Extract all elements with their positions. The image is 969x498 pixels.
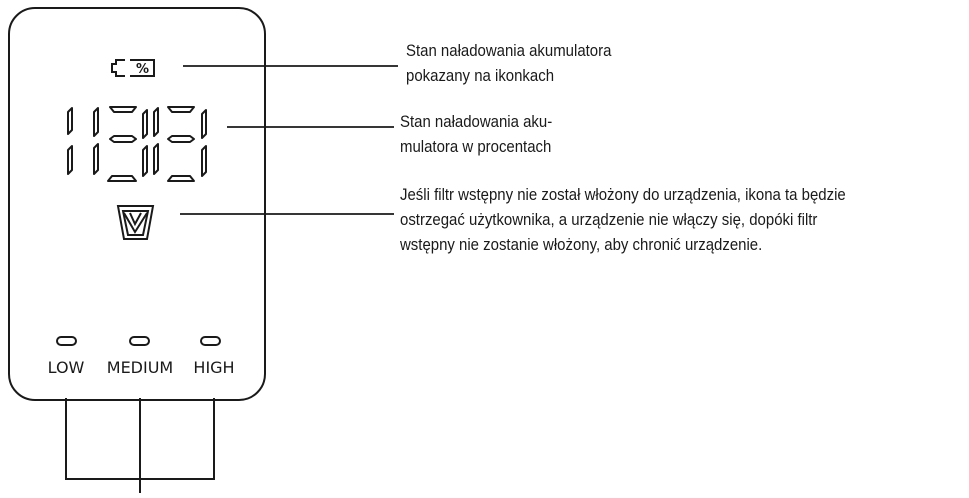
callout-prefilter-line-3: wstępny nie zostanie włożony, aby chroni…	[400, 235, 763, 254]
mode-label-high: HIGH	[193, 358, 234, 377]
callout-battery-icon: Stan naładowania akumulatora pokazany na…	[406, 38, 611, 88]
led-high	[200, 336, 221, 346]
mode-label-medium: MEDIUM	[107, 358, 173, 377]
callout-prefilter-line-2: ostrzegać użytkownika, a urządzenie nie …	[400, 210, 818, 229]
led-low	[56, 336, 77, 346]
callout-battery-percent: Stan naładowania aku- mulatora w procent…	[400, 109, 552, 159]
battery-percent-symbol: %	[136, 62, 149, 77]
device-panel-outline	[8, 7, 266, 401]
mode-bracket	[65, 398, 215, 493]
mode-label-low: LOW	[48, 358, 85, 377]
digit-hundreds	[67, 107, 73, 175]
seven-segment-display	[67, 106, 207, 182]
callout-prefilter: Jeśli filtr wstępny nie został włożony d…	[400, 182, 846, 257]
callout-battery-icon-line-2: pokazany na ikonkach	[406, 66, 555, 85]
led-medium	[129, 336, 150, 346]
callout-battery-icon-line-1: Stan naładowania akumulatora	[406, 41, 612, 60]
callout-prefilter-line-1: Jeśli filtr wstępny nie został włożony d…	[400, 185, 846, 204]
callout-battery-percent-line-1: Stan naładowania aku-	[400, 112, 553, 131]
battery-icon	[111, 59, 155, 77]
digit-tens	[93, 106, 148, 182]
digit-units	[153, 106, 207, 182]
prefilter-icon	[116, 205, 155, 240]
callout-battery-percent-line-2: mulatora w procentach	[400, 137, 552, 156]
